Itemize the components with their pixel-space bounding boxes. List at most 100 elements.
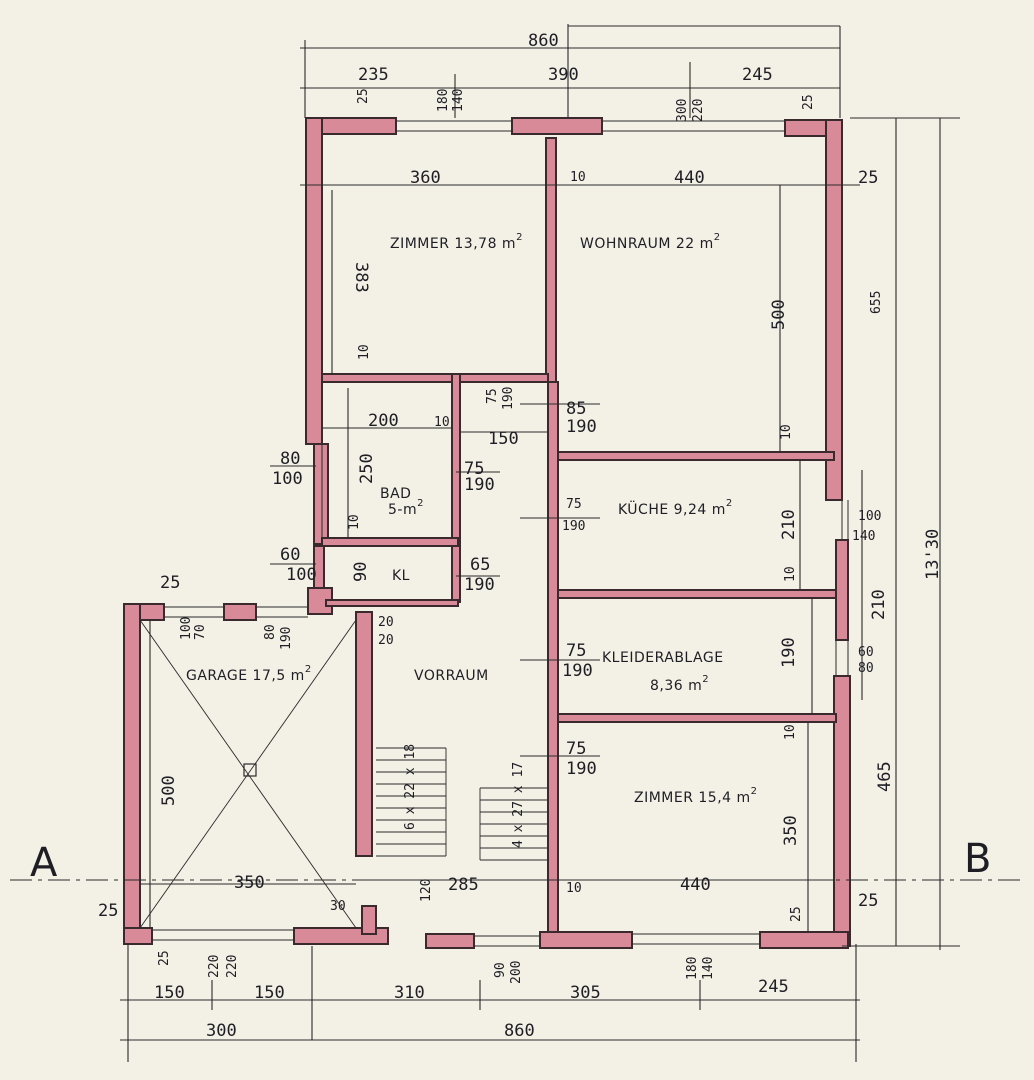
dim-210-b: 210 [869,589,889,620]
dim-210-a: 210 [779,509,799,540]
dim-250: 250 [357,453,377,484]
dim-85: 85 [566,399,586,419]
dim-190-a: 190 [501,387,516,410]
wall-int-vertical-2 [547,381,559,933]
dim-top-segment-1: 235 [358,65,389,85]
wall-int-bath-right [451,373,461,603]
walls [123,117,851,949]
dim-200: 200 [368,411,399,431]
dim-140-b: 140 [852,529,875,544]
dim-garage-350: 350 [234,873,265,893]
dim-60-b: 60 [858,645,874,660]
stairs [376,747,548,861]
dim-190-e: 190 [464,575,495,595]
wall-garage-right [355,611,373,857]
stair-spec-1: 6 x 22 x 18 [403,744,418,830]
dim-100-b: 100 [858,509,881,524]
wall-right-mid [835,539,849,641]
dim-75-e: 75 [566,641,586,661]
dim-440: 440 [674,168,705,188]
dim-350-b: 350 [781,815,801,846]
garage-cross [139,619,357,929]
wall-int-kitchen-bottom [557,589,837,599]
dim-75-a: 75 [485,388,500,404]
dim-bottom-segment-4: 305 [570,983,601,1003]
wall-bottom-entry [425,933,475,949]
room-kl: KL [392,568,410,584]
dim-25-d: 25 [789,906,804,922]
dim-garage-190: 190 [279,627,294,650]
dim-10-f: 10 [783,566,798,582]
room-vorraum: VORRAUM [414,668,489,684]
dim-360: 360 [410,168,441,188]
section-mark-b: B [964,836,991,882]
wall-int-horizontal-1 [321,373,549,383]
dim-garage-25: 25 [160,573,180,593]
dim-190-b: 190 [566,417,597,437]
wall-int-bath-bottom [321,537,459,547]
dim-150: 150 [488,429,519,449]
dim-190-c: 190 [464,475,495,495]
dim-190-d: 190 [562,519,585,534]
room-kueche: KÜCHE 9,24 m2 [618,498,733,518]
room-wohnraum: WOHNRAUM 22 m2 [580,232,721,252]
dim-overall-top: 860 [528,31,559,51]
wall-int-vertical-1 [545,137,557,383]
dim-465: 465 [875,761,895,792]
dim-140-a: 140 [451,89,466,112]
dim-garage-100: 100 [179,617,194,640]
dim-25-c: 25 [858,168,878,188]
dim-10-c: 10 [434,415,450,430]
dim-285: 285 [448,875,479,895]
wall-garage-stub [361,905,377,935]
windows [152,120,849,947]
wall-bottom-right [759,931,849,949]
section-mark-a: A [30,840,58,886]
wall-garage-left [123,603,141,945]
room-bad-area: 5-m2 [388,498,424,518]
wall-bottom-mid [539,931,633,949]
dim-10-g: 10 [783,724,798,740]
dim-bottom-25: 25 [157,950,172,966]
dim-bottom-220-b: 220 [225,955,240,978]
dim-20-a: 20 [378,615,394,630]
dim-overall-right: 13'30 [923,529,943,580]
dim-25-a: 25 [356,88,371,104]
dim-180-a: 180 [436,89,451,112]
dim-bottom-220-a: 220 [207,955,222,978]
dim-90: 90 [351,562,371,582]
dim-65: 65 [470,555,490,575]
dim-10-h: 10 [566,881,582,896]
dim-10-a: 10 [570,170,586,185]
dim-garage-width: 300 [206,1021,237,1041]
dim-100-a: 100 [272,469,303,489]
dim-bottom-segment-2: 150 [254,983,285,1003]
wall-garage-bottom [123,927,153,945]
dim-30: 30 [330,899,346,914]
wall-int-wardrobe-bottom [557,713,837,723]
dim-garage-80: 80 [263,624,278,640]
dim-overall-bottom: 860 [504,1021,535,1041]
room-kleiderablage: KLEIDERABLAGE [602,650,724,666]
wall-top-mid [511,117,603,135]
dim-80-b: 80 [858,661,874,676]
dim-190-g: 190 [566,759,597,779]
dim-top-segment-3: 245 [742,65,773,85]
wall-right-upper [825,119,843,501]
room-bad: BAD [380,486,411,502]
dim-bottom-90: 90 [493,962,508,978]
stair-spec-2: 4 x 27 x 17 [511,762,526,848]
dim-20-b: 20 [378,633,394,648]
dim-garage-70: 70 [193,624,208,640]
room-kleiderablage-area: 8,36 m2 [650,674,709,694]
dim-190-k: 190 [779,637,799,668]
dimension-lines [10,24,1020,1062]
dim-300-a: 300 [675,99,690,122]
dim-bottom-segment-5: 245 [758,977,789,997]
dim-bottom-segment-3: 310 [394,983,425,1003]
wall-garage-top-mid [223,603,257,621]
dim-100-c: 100 [286,565,317,585]
dim-75-f: 75 [566,739,586,759]
wall-left-bath [313,443,329,545]
dim-top-segment-2: 390 [548,65,579,85]
